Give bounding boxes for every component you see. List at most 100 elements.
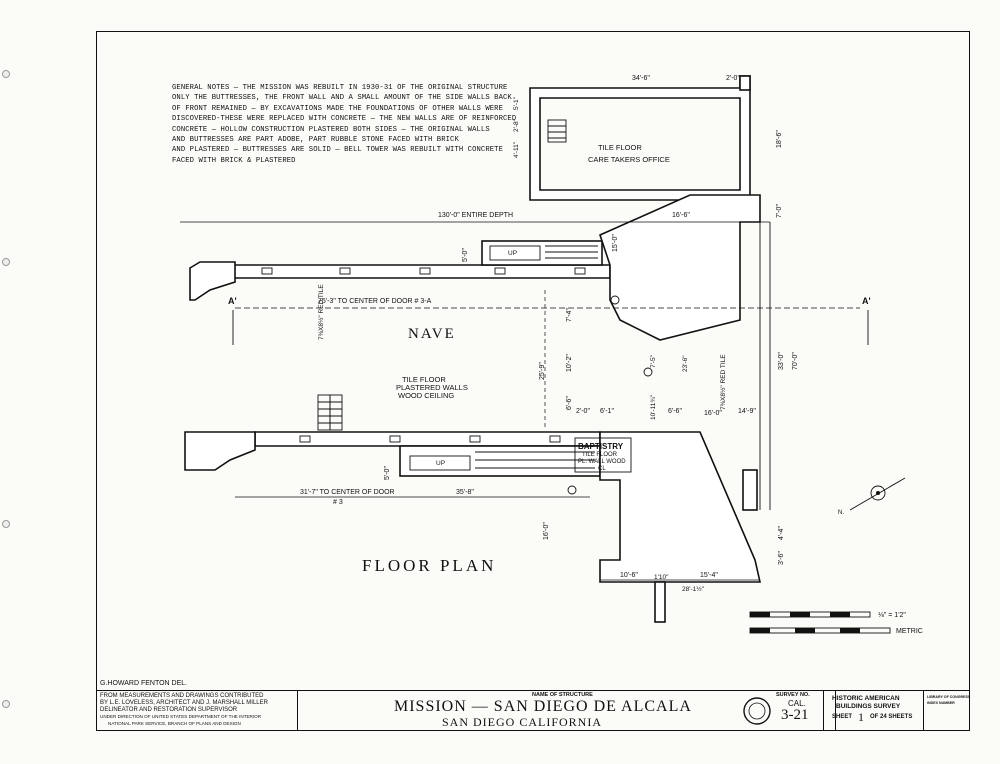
binding-hole-mark bbox=[2, 700, 10, 708]
dim-3-6: 3'-6" bbox=[778, 551, 785, 565]
stair-up-label-top: UP bbox=[508, 250, 518, 257]
wall-opening bbox=[389, 435, 401, 443]
north-label: N. bbox=[838, 510, 844, 516]
agency-line-1: HISTORIC AMERICAN bbox=[832, 695, 900, 702]
general-notes: GENERAL NOTES — THE MISSION WAS REBUILT … bbox=[172, 83, 517, 166]
dim-6-6-b: 6'-6" bbox=[566, 396, 573, 410]
door-marker bbox=[610, 295, 620, 305]
door-marker bbox=[643, 367, 653, 377]
dim-4-11: 4'-11" bbox=[513, 141, 520, 158]
wall-opening bbox=[469, 435, 481, 443]
survey-number: 3-21 bbox=[781, 707, 809, 723]
wall-opening bbox=[549, 435, 561, 443]
dim-15-0: 15'-0" bbox=[612, 234, 619, 252]
credit-line: FROM MEASUREMENTS AND DRAWINGS CONTRIBUT… bbox=[100, 693, 264, 699]
dim-14-9: 14'-9" bbox=[738, 408, 756, 415]
survey-state: CAL. bbox=[788, 699, 806, 708]
dim-7-4: 7'-4" bbox=[566, 308, 573, 322]
wall-opening bbox=[299, 435, 311, 443]
survey-cell: SURVEY NO. CAL. 3-21 bbox=[772, 691, 824, 730]
dim-6-1: 6'-1" bbox=[600, 408, 614, 415]
wall-opening bbox=[494, 267, 506, 275]
dim-2-0-top: 2'-0" bbox=[726, 75, 740, 82]
section-mark-right: A' bbox=[862, 296, 871, 306]
dim-33-0: 33'-0" bbox=[778, 352, 785, 370]
note-line: FACED WITH BRICK & PLASTERED bbox=[172, 156, 296, 165]
hab-seal-icon bbox=[743, 697, 771, 725]
sanctuary-walls bbox=[599, 194, 761, 341]
north-nave-wall bbox=[199, 264, 611, 279]
binding-hole-mark bbox=[2, 258, 10, 266]
note-line: AND PLASTERED — BUTTRESSES ARE SOLID — B… bbox=[172, 146, 503, 155]
agency-cell: HISTORIC AMERICAN BUILDINGS SURVEY SHEET… bbox=[824, 691, 924, 730]
nave-walls-label: PLASTERED WALLS bbox=[396, 383, 468, 392]
wall-opening bbox=[261, 267, 273, 275]
structure-name-cell: NAME OF STRUCTURE MISSION — SAN DIEGO DE… bbox=[298, 691, 836, 730]
south-stair-wall bbox=[399, 445, 601, 477]
scale-bar-imperial bbox=[749, 611, 871, 618]
structure-location: SAN DIEGO CALIFORNIA bbox=[442, 715, 602, 729]
note-line: DISCOVERED-THESE WERE REPLACED WITH CONC… bbox=[172, 115, 517, 124]
drawing-border bbox=[96, 31, 970, 731]
dim-10-6: 10'-6" bbox=[620, 572, 638, 579]
south-nave-wall bbox=[254, 431, 601, 447]
dim-to-door-3: 31'-7" TO CENTER OF DOOR bbox=[300, 489, 395, 496]
dim-to-door-3a: 75'-3" TO CENTER OF DOOR # 3-A bbox=[318, 298, 432, 305]
name-caption: NAME OF STRUCTURE bbox=[532, 692, 593, 698]
baptistry-tower bbox=[599, 431, 762, 583]
dim-5-1: 5'-1" bbox=[513, 97, 520, 110]
red-tile-label-right: 7⅜x8½" RED TILE bbox=[720, 354, 727, 410]
north-stair-wall bbox=[481, 240, 603, 266]
credit-line: UNDER DIRECTION OF UNITED STATES DEPARTM… bbox=[100, 714, 262, 719]
office-name-label: CARE TAKERS OFFICE bbox=[588, 155, 670, 164]
baptistry-label: BAPTISTRY bbox=[578, 442, 624, 451]
section-mark-left: A' bbox=[228, 296, 237, 306]
red-tile-stack bbox=[317, 394, 343, 431]
south-bell-tower-stair bbox=[742, 469, 758, 511]
south-front-buttress bbox=[184, 431, 256, 471]
dim-4-4: 4'-4" bbox=[778, 526, 785, 540]
door-marker bbox=[567, 485, 577, 495]
scale-imperial-label: ⅛" = 1'2" bbox=[878, 612, 906, 619]
scale-bar-metric bbox=[749, 627, 891, 634]
credit-line: NATIONAL PARK SERVICE, BRANCH OF PLANS A… bbox=[108, 721, 241, 726]
baptistry-walls-label: PL. WALL WOOD bbox=[578, 459, 626, 465]
north-front-buttress bbox=[189, 261, 236, 301]
north-stair bbox=[489, 245, 541, 261]
stair-up-label-bottom: UP bbox=[436, 460, 446, 467]
binding-hole-mark bbox=[2, 70, 10, 78]
delineator: G.HOWARD FENTON DEL. bbox=[100, 680, 188, 687]
seal-cell bbox=[736, 691, 772, 730]
note-line: CONCRETE — HOLLOW CONSTRUCTION PLASTERED… bbox=[172, 125, 490, 134]
dim-15-4: 15'-4" bbox=[700, 572, 718, 579]
dim-5-0-bottom: 5'-0" bbox=[384, 466, 391, 480]
dim-7-5: 7'-5" bbox=[650, 355, 657, 368]
bottom-wall-stub bbox=[654, 581, 666, 623]
dim-7-0: 7'-0" bbox=[776, 204, 783, 218]
title-block: G.HOWARD FENTON DEL. FROM MEASUREMENTS A… bbox=[96, 680, 970, 731]
dim-34-6: 34'-6" bbox=[632, 75, 650, 82]
dim-10-2: 10'-2" bbox=[566, 354, 573, 372]
dim-door-3-number: # 3 bbox=[333, 499, 343, 506]
structure-name: MISSION — SAN DIEGO DE ALCALA bbox=[394, 698, 692, 715]
wall-opening bbox=[574, 267, 586, 275]
sheet-of: OF 24 SHEETS bbox=[870, 714, 913, 720]
north-arrow bbox=[849, 477, 906, 511]
library-line-2: INDEX NUMBER bbox=[927, 701, 955, 705]
note-line: GENERAL NOTES — THE MISSION WAS REBUILT … bbox=[172, 84, 508, 92]
office-stair bbox=[547, 119, 567, 143]
dim-28-1: 28'-1½" bbox=[682, 586, 704, 593]
dim-70-0: 70'-0" bbox=[792, 352, 799, 370]
dim-1-10: 1'10" bbox=[654, 574, 669, 581]
wall-opening bbox=[419, 267, 431, 275]
red-tile-label-left: 7⅜x8½" RED TILE bbox=[318, 284, 325, 340]
dim-10-11: 10'-11¾" bbox=[650, 394, 657, 420]
credit-line: BY L.E. LOVELESS, ARCHITECT AND J. MARSH… bbox=[100, 700, 268, 706]
dim-16-0-mid: 16'-0" bbox=[704, 410, 722, 417]
library-cell: LIBRARY OF CONGRESS INDEX NUMBER bbox=[924, 691, 970, 730]
baptistry-room bbox=[574, 437, 632, 473]
sheet-number: 1 bbox=[858, 710, 864, 724]
credits-cell: G.HOWARD FENTON DEL. FROM MEASUREMENTS A… bbox=[96, 680, 298, 730]
